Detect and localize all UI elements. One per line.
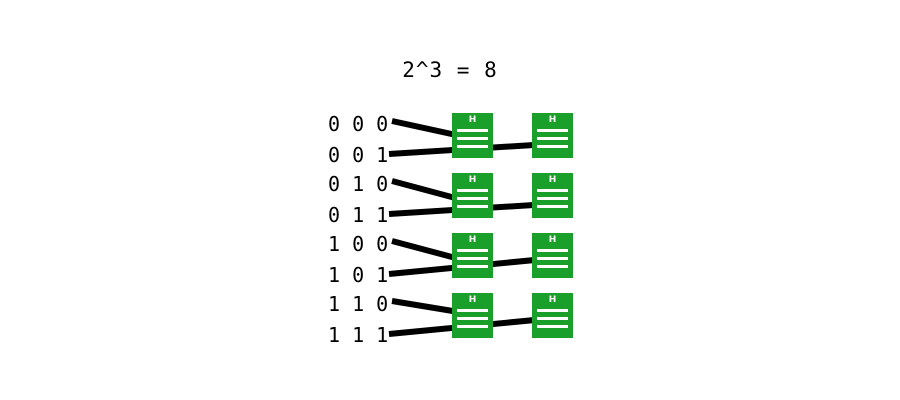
- hadamard-glyph: H: [548, 235, 557, 245]
- bit-state-label: 1 1 1: [328, 323, 389, 347]
- hadamard-gate[interactable]: H: [452, 233, 493, 278]
- bit-state-label: 1 1 0: [328, 292, 389, 316]
- gate-bar-2: [457, 197, 488, 200]
- gate-bar-3: [537, 205, 568, 208]
- gate-bar-2: [537, 317, 568, 320]
- gate-bar-1: [537, 249, 568, 252]
- gate-bar-1: [457, 189, 488, 192]
- bit-state-label: 0 1 1: [328, 203, 389, 227]
- hadamard-gate[interactable]: H: [532, 173, 573, 218]
- hadamard-gate[interactable]: H: [452, 293, 493, 338]
- gate-bar-3: [537, 265, 568, 268]
- gate-bar-3: [457, 205, 488, 208]
- gate-bar-2: [537, 137, 568, 140]
- gate-bar-3: [537, 325, 568, 328]
- gate-bar-2: [457, 317, 488, 320]
- hadamard-gate[interactable]: H: [532, 293, 573, 338]
- hadamard-glyph: H: [468, 235, 477, 245]
- gate-bar-2: [457, 257, 488, 260]
- gate-bar-2: [537, 197, 568, 200]
- hadamard-glyph: H: [468, 115, 477, 125]
- gate-bar-1: [457, 309, 488, 312]
- bit-state-label: 1 0 0: [328, 232, 389, 256]
- gate-bar-1: [537, 189, 568, 192]
- bit-state-label: 1 0 1: [328, 263, 389, 287]
- gate-bar-3: [457, 145, 488, 148]
- gate-bar-3: [457, 265, 488, 268]
- gate-bar-2: [537, 257, 568, 260]
- gate-bar-1: [537, 129, 568, 132]
- bit-state-label: 0 0 1: [328, 143, 389, 167]
- gate-bar-3: [537, 145, 568, 148]
- hadamard-gate[interactable]: H: [532, 233, 573, 278]
- hadamard-glyph: H: [548, 175, 557, 185]
- hadamard-gate[interactable]: H: [452, 113, 493, 158]
- gate-bar-3: [457, 325, 488, 328]
- hadamard-glyph: H: [468, 175, 477, 185]
- gate-bar-2: [457, 137, 488, 140]
- bit-state-label: 0 0 0: [328, 112, 389, 136]
- gate-bar-1: [457, 129, 488, 132]
- hadamard-gate[interactable]: H: [532, 113, 573, 158]
- hadamard-glyph: H: [468, 295, 477, 305]
- gate-bar-1: [457, 249, 488, 252]
- hadamard-glyph: H: [548, 115, 557, 125]
- gate-bar-1: [537, 309, 568, 312]
- bit-state-label: 0 1 0: [328, 172, 389, 196]
- hadamard-gate[interactable]: H: [452, 173, 493, 218]
- hadamard-glyph: H: [548, 295, 557, 305]
- page-title: 2^3 = 8: [402, 58, 498, 82]
